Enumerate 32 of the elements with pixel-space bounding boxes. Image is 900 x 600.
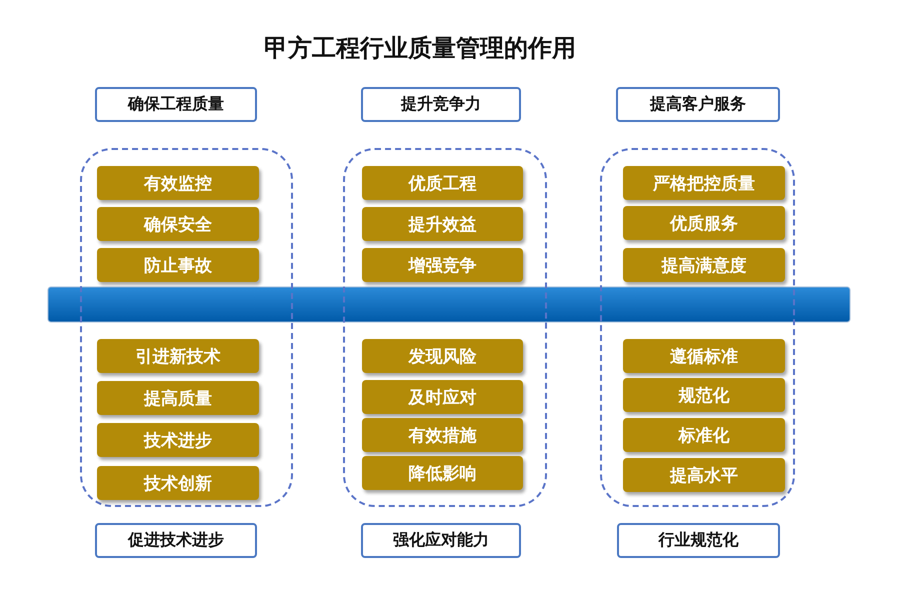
- heading-box: 确保工程质量: [95, 87, 257, 122]
- dashed-group-frame: [80, 148, 293, 507]
- heading-box: 提高客户服务: [616, 87, 780, 122]
- item-box: 提高水平: [623, 458, 785, 492]
- item-box: 提升效益: [362, 207, 523, 241]
- heading-box: 行业规范化: [617, 523, 780, 558]
- dashed-group-frame: [600, 148, 795, 507]
- item-box: 引进新技术: [97, 339, 259, 373]
- item-box: 优质工程: [362, 166, 523, 200]
- heading-box: 强化应对能力: [361, 523, 521, 558]
- divider-bar: [48, 286, 850, 322]
- item-box: 技术进步: [97, 423, 259, 457]
- dashed-group-frame: [343, 148, 547, 507]
- item-box: 及时应对: [362, 380, 523, 414]
- item-box: 提高质量: [97, 381, 259, 415]
- item-box: 优质服务: [623, 206, 785, 240]
- item-box: 规范化: [623, 378, 785, 412]
- item-box: 遵循标准: [623, 339, 785, 373]
- item-box: 防止事故: [97, 248, 259, 282]
- heading-box: 促进技术进步: [95, 523, 257, 558]
- item-box: 确保安全: [97, 207, 259, 241]
- item-box: 降低影响: [362, 456, 523, 490]
- item-box: 发现风险: [362, 339, 523, 373]
- diagram-title: 甲方工程行业质量管理的作用: [263, 33, 577, 64]
- heading-box: 提升竞争力: [361, 87, 521, 122]
- item-box: 有效措施: [362, 418, 523, 452]
- item-box: 标准化: [623, 418, 785, 452]
- item-box: 有效监控: [97, 166, 259, 200]
- item-box: 提高满意度: [623, 248, 785, 282]
- item-box: 严格把控质量: [623, 166, 785, 200]
- item-box: 技术创新: [97, 466, 259, 500]
- item-box: 增强竞争: [362, 248, 523, 282]
